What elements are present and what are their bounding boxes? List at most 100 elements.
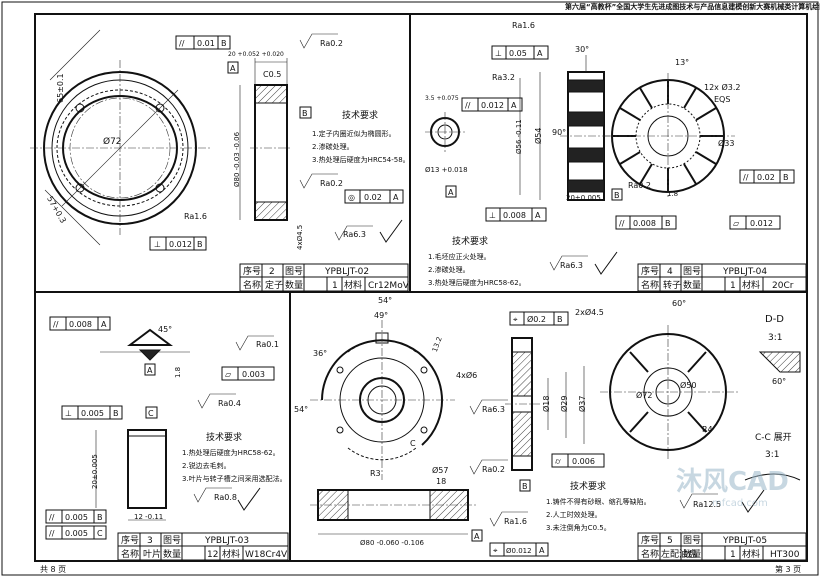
stator-ra-63: Ra6.3	[343, 230, 366, 239]
stator-chamfer: C0.5	[263, 70, 281, 79]
svg-text:3:1: 3:1	[765, 450, 779, 460]
rotor-ra-32: Ra3.2	[492, 73, 515, 82]
svg-text:A: A	[537, 49, 543, 58]
svg-text:60°: 60°	[672, 299, 686, 308]
svg-text:0.012: 0.012	[169, 240, 192, 249]
svg-text:图号: 图号	[163, 535, 181, 546]
svg-text:4xØ6: 4xØ6	[456, 370, 477, 380]
svg-text:1.定子内圈近似为椭圆形。: 1.定子内圈近似为椭圆形。	[312, 129, 396, 138]
svg-text:序号: 序号	[641, 265, 659, 277]
sheet-header: 第六届“高教杯”全国大学生先进成图技术与产品信息建模创新大赛机械类计算机绘图试卷	[565, 2, 820, 11]
svg-text:49°: 49°	[374, 311, 388, 320]
svg-text:2.锐边去毛刺。: 2.锐边去毛刺。	[182, 461, 231, 470]
svg-text://: //	[619, 219, 625, 228]
rotor-dia-56: Ø56 -0.11	[515, 119, 523, 154]
svg-text:数量: 数量	[683, 548, 701, 560]
svg-text:⌖: ⌖	[513, 315, 518, 324]
svg-text://: //	[49, 529, 55, 538]
svg-text:A: A	[101, 320, 107, 329]
svg-text:B: B	[522, 482, 528, 491]
rotor-eqs: EQS	[714, 95, 730, 104]
svg-text:Ø57: Ø57	[432, 465, 448, 475]
svg-text:▱: ▱	[733, 219, 740, 228]
stator-tech-requirements: 技术要求 1.定子内圈近似为椭圆形。 2.渗碳处理。 3.热处理后硬度为HRC5…	[312, 109, 410, 164]
svg-text:54°: 54°	[378, 296, 392, 305]
svg-text:YPBLJT-05: YPBLJT-05	[722, 536, 767, 546]
svg-text:序号: 序号	[641, 534, 659, 546]
stator-holes-dim: 4xØ4.5	[296, 225, 304, 250]
rotor-fcf-flat: ▱ 0.012	[729, 215, 781, 230]
svg-text:B: B	[197, 240, 203, 249]
svg-text:A: A	[393, 193, 399, 202]
plate-fcf-pos2: ⌖ Ø0.012 A	[489, 542, 549, 557]
rotor-title-block: 序号 4 图号 YPBLJT-04 名称 转子 数量 1 材料 20Cr	[637, 263, 807, 292]
svg-text:2.人工时效处理。: 2.人工时效处理。	[546, 510, 602, 519]
svg-text:36°: 36°	[313, 349, 327, 358]
svg-text:B: B	[302, 109, 308, 118]
stator-ra-16: Ra1.6	[184, 212, 207, 221]
svg-text:Ø37: Ø37	[577, 396, 587, 412]
svg-text:0.05: 0.05	[509, 49, 527, 58]
svg-text:4: 4	[667, 267, 673, 277]
svg-text:A: A	[147, 366, 153, 375]
svg-text:B: B	[557, 315, 563, 324]
svg-text:0.01: 0.01	[197, 39, 215, 48]
plate-tech-requirements: 技术要求 1.铸件不得有砂眼、缩孔等缺陷。 2.人工时效处理。 3.未注倒角为C…	[546, 480, 651, 532]
svg-text:C-C 展开: C-C 展开	[755, 432, 792, 443]
plate-fcf-cyl: ⌭ 0.006	[551, 453, 605, 468]
svg-text:45°: 45°	[158, 325, 172, 334]
stator-ra-top: Ra0.2	[320, 39, 343, 48]
svg-text:Ø0.012: Ø0.012	[506, 547, 532, 555]
svg-text:3.热处理后硬度为HRC54-58。: 3.热处理后硬度为HRC54-58。	[312, 155, 410, 164]
plate-right-view: 60° Ø72 Ø50 R4	[600, 299, 738, 460]
plate-ra-16: Ra1.6	[504, 517, 527, 526]
svg-text:B: B	[97, 513, 103, 522]
panel-vane: // 0.008 A 45° 1.8 A Ra0.1 ▱ 0.003 ⊥	[45, 316, 289, 561]
rotor-ra-63: Ra6.3	[560, 261, 583, 270]
svg-text:⊥: ⊥	[495, 49, 502, 58]
svg-text:Cr12MoV: Cr12MoV	[368, 281, 410, 291]
stator-fcf-mid: ◎ 0.02 A	[344, 189, 404, 204]
svg-text:C: C	[97, 529, 103, 538]
svg-text:YPBLJT-02: YPBLJT-02	[324, 267, 369, 277]
svg-text:数量: 数量	[285, 279, 303, 291]
plate-datum-b: B	[519, 479, 531, 492]
svg-text:0.02: 0.02	[757, 173, 775, 182]
plate-ra-02: Ra0.2	[482, 465, 505, 474]
panel-rotor: 30° Ø54 Ø56 -0.11 90° 20±0.005	[425, 21, 807, 292]
rotor-spline-view: 3.5 +0.075 Ø13 +0.018	[425, 95, 468, 174]
stator-outer-dia: Ø80 -0.03 -0.06	[233, 131, 241, 187]
svg-text:Ø29: Ø29	[559, 396, 569, 412]
svg-text:YPBLJT-04: YPBLJT-04	[722, 267, 767, 277]
svg-text:1: 1	[730, 550, 736, 560]
svg-text:数量: 数量	[683, 279, 701, 291]
svg-text:3.未注倒角为C0.5。: 3.未注倒角为C0.5。	[546, 523, 611, 532]
stator-side-view: 20 +0.052 +0.020 C0.5 Ø80 -0.03 -0.06 4x…	[228, 51, 304, 250]
footer-total-pages: 共 8 页	[40, 565, 66, 574]
svg-text:材料: 材料	[742, 548, 760, 560]
rotor-side-view: 30° Ø54 Ø56 -0.11 90° 20±0.005	[515, 45, 612, 202]
stator-fcf-bottom: ⊥ 0.012 B	[149, 236, 207, 251]
vane-fcf-flat: ▱ 0.003	[221, 366, 275, 381]
svg-text:名称: 名称	[243, 279, 261, 291]
rotor-dim-20: 20±0.005	[566, 194, 601, 202]
svg-text:12 -0.11: 12 -0.11	[134, 513, 163, 521]
svg-text:13.2: 13.2	[431, 336, 444, 353]
svg-text:技术要求: 技术要求	[570, 480, 606, 492]
svg-text:Ø0.2: Ø0.2	[527, 314, 546, 324]
svg-text:C: C	[410, 439, 416, 448]
svg-text:⌖: ⌖	[493, 546, 498, 555]
vane-tip-detail: 45° 1.8	[100, 325, 190, 378]
svg-text:2: 2	[269, 267, 275, 277]
svg-text:左配油盘: 左配油盘	[661, 548, 697, 560]
rotor-front-view: 13° 12x Ø3.2 EQS Ø33 1.8	[605, 58, 740, 199]
svg-text:Ø50: Ø50	[680, 380, 696, 390]
svg-text:HT300: HT300	[770, 550, 800, 560]
svg-text://: //	[53, 320, 59, 329]
svg-text:5: 5	[667, 536, 673, 546]
rotor-ra-16: Ra1.6	[512, 21, 535, 30]
plate-bottom-view: Ø80 -0.060 -0.106 18	[310, 477, 478, 547]
stator-datum-b: B	[299, 106, 312, 119]
svg-text:Ø72: Ø72	[636, 390, 652, 400]
svg-text:A: A	[535, 211, 541, 220]
